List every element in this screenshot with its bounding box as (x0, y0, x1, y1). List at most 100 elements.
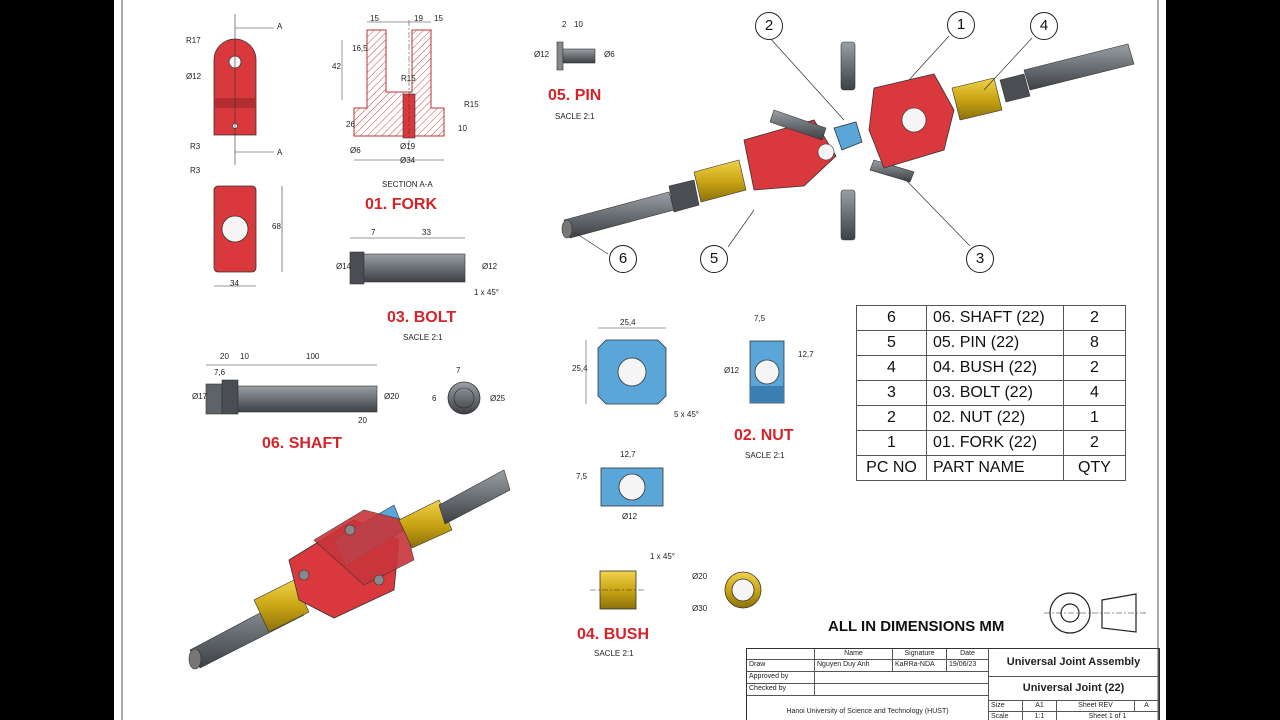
pc-no-cell: 3 (856, 380, 927, 406)
dim-text: 15 (434, 14, 443, 23)
fork-section-view (341, 20, 445, 161)
exploded-assembly-view (561, 41, 1135, 241)
dim-text: 26 (346, 120, 355, 129)
bolt-label: 03. BOLT (387, 309, 457, 326)
dim-text: Ø34 (400, 156, 416, 165)
tb-draw-signature: KaRRa-NDA (893, 660, 947, 672)
dim-text: Ø17 (192, 392, 208, 401)
dim-text: 25,4 (572, 364, 588, 373)
dim-text: 7 (456, 366, 461, 375)
nut-label: 02. NUT (734, 427, 794, 444)
bush-label: 04. BUSH (577, 626, 650, 643)
pc-no-cell: 4 (856, 355, 927, 381)
dim-text: Ø12 (186, 72, 202, 81)
header-pc-no: PC NO (856, 455, 927, 481)
dim-text: 7,5 (576, 472, 588, 481)
tb-scale-value: 1:1 (1023, 712, 1057, 720)
bush-scale: SACLE 2:1 (594, 649, 634, 658)
dimensions-note: ALL IN DIMENSIONS MM (828, 618, 1005, 635)
bolt-view (349, 237, 466, 285)
pin-label: 05. PIN (548, 87, 602, 104)
part-name-cell: 05. PIN (22) (926, 330, 1064, 356)
tb-rev-label: Sheet REV (1057, 701, 1135, 712)
dim-text: 12,7 (620, 450, 636, 459)
tb-scale-label: Scale (989, 712, 1023, 720)
tb-draw-name: Nguyen Duy Anh (815, 660, 893, 672)
pc-no-cell: 1 (856, 430, 927, 456)
dim-text: 25,4 (620, 318, 636, 327)
dim-text: Ø12 (724, 366, 740, 375)
dim-text: 6 (432, 394, 437, 403)
part-name-cell: 01. FORK (22) (926, 430, 1064, 456)
shaft-label: 06. SHAFT (262, 435, 343, 452)
balloon-3: 3 (966, 245, 994, 273)
dim-text: R3 (190, 142, 201, 151)
dim-text: 20 (220, 352, 229, 361)
pin-scale: SACLE 2:1 (555, 112, 595, 121)
pc-no-cell: 5 (856, 330, 927, 356)
dim-text: 2 (562, 20, 567, 29)
dim-text: Ø14 (336, 262, 352, 271)
dim-text: 7,6 (214, 368, 226, 377)
dim-text: 5 x 45° (674, 410, 699, 419)
dim-text: R17 (186, 36, 201, 45)
tb-institution: Hanoi University of Science and Technolo… (747, 696, 989, 720)
dim-text: R15 (464, 100, 479, 109)
pc-no-cell: 2 (856, 405, 927, 431)
dim-text: 42 (332, 62, 341, 71)
tb-row-checked: Checked by (747, 684, 815, 696)
qty-cell: 8 (1063, 330, 1126, 356)
tb-rev-value: A (1135, 701, 1159, 712)
qty-cell: 2 (1063, 355, 1126, 381)
drawing-sheet: 01. FORK SECTION A-A 05. PIN SACLE 2:1 0… (114, 0, 1166, 720)
dim-text: Ø12 (534, 50, 550, 59)
dim-text: 12,7 (798, 350, 814, 359)
nut-front-view (585, 327, 667, 405)
tb-col-name: Name (815, 649, 893, 660)
tb-drawing-name: Universal Joint (22) (989, 677, 1159, 701)
tb-checked-blank (815, 684, 989, 696)
dim-text: R3 (190, 166, 201, 175)
dim-text: 10 (458, 124, 467, 133)
drawing-graphics (121, 0, 1159, 720)
fork-front-view (213, 14, 274, 165)
qty-cell: 4 (1063, 380, 1126, 406)
tb-sheet-label: Sheet 1 of 1 (1057, 712, 1159, 720)
dim-text: 68 (272, 222, 281, 231)
dim-text: R15 (401, 74, 416, 83)
pin-view (556, 41, 596, 71)
header-part-name: PART NAME (926, 455, 1064, 481)
shaft-view (205, 364, 481, 415)
balloon-5: 5 (700, 245, 728, 273)
dim-text: 33 (422, 228, 431, 237)
qty-cell: 1 (1063, 405, 1126, 431)
tb-size-label: Size (989, 701, 1023, 712)
nut-top-view (600, 467, 664, 507)
qty-cell: 2 (1063, 305, 1126, 331)
dim-text: 10 (574, 20, 583, 29)
balloon-1: 1 (947, 11, 975, 39)
balloon-2: 2 (755, 12, 783, 40)
header-qty: QTY (1063, 455, 1126, 481)
dim-text: 100 (306, 352, 320, 361)
tb-title: Universal Joint Assembly (989, 649, 1159, 677)
tb-col-date: Date (947, 649, 989, 660)
dim-text: Ø25 (490, 394, 506, 403)
dim-text: 7 (371, 228, 376, 237)
balloon-6: 6 (609, 245, 637, 273)
dim-text: 34 (230, 279, 239, 288)
bolt-scale: SACLE 2:1 (403, 333, 443, 342)
dim-text: 10 (240, 352, 249, 361)
tb-blank (747, 649, 815, 660)
title-block: Name Signature Date Draw Nguyen Duy Anh … (746, 648, 1160, 720)
dim-text: Ø20 (384, 392, 400, 401)
dim-text: 15 (370, 14, 379, 23)
dim-text: Ø30 (692, 604, 708, 613)
